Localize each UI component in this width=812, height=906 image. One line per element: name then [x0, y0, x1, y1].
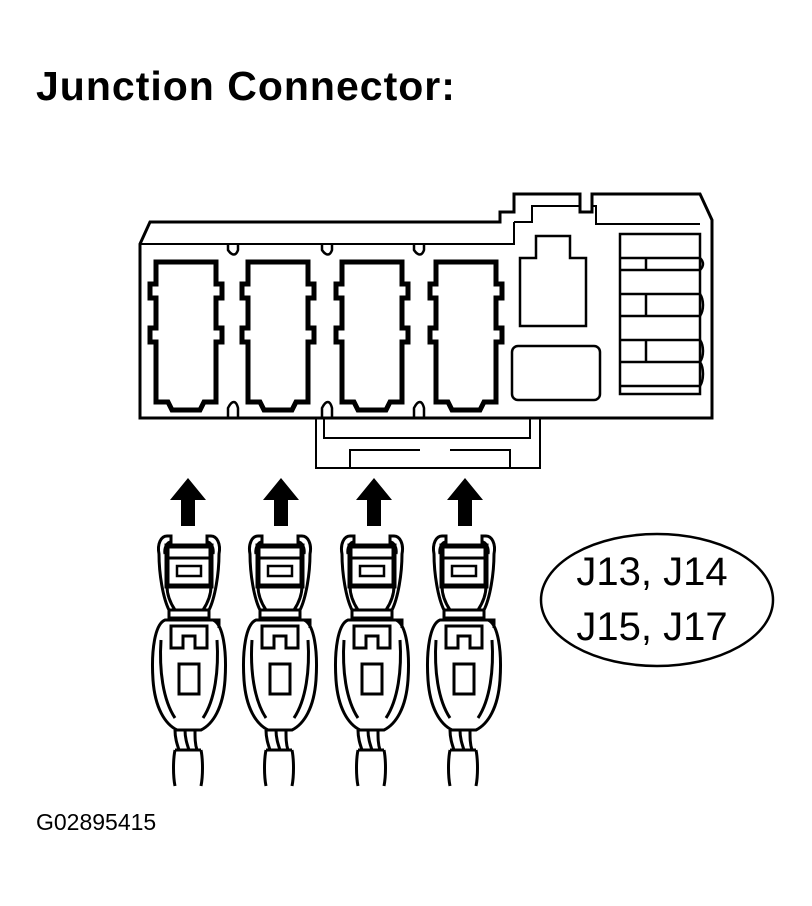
- diagram-title: Junction Connector:: [36, 63, 456, 109]
- terminal-icon: [428, 536, 501, 786]
- terminal-icon: [153, 536, 226, 786]
- terminal-icon: [244, 536, 317, 786]
- arrow-up-icon: [170, 478, 206, 526]
- connector-codes-line2: J15, J17: [576, 605, 727, 649]
- connector-codes-line1: J13, J14: [576, 550, 727, 594]
- connector-housing: [138, 192, 714, 469]
- arrow-up-icon: [447, 478, 483, 526]
- connector-code-ellipse: [539, 532, 775, 668]
- figure-id: G02895415: [36, 809, 157, 835]
- arrow-up-icon: [356, 478, 392, 526]
- terminal-icon: [336, 536, 409, 786]
- arrow-up-icon: [263, 478, 299, 526]
